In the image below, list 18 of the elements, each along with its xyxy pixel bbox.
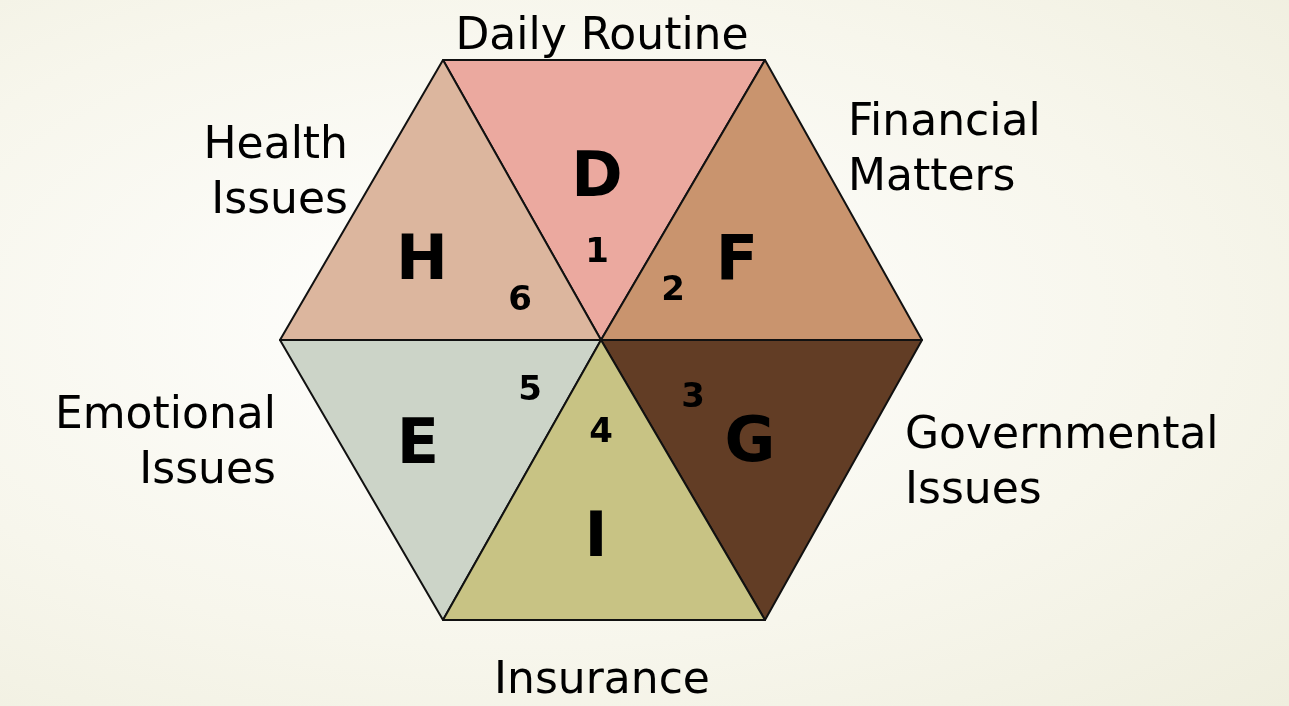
category-label: Health Issues bbox=[202, 116, 348, 225]
segment-letter: E bbox=[396, 411, 440, 473]
segment-number: 3 bbox=[681, 378, 705, 412]
segment-number: 5 bbox=[518, 371, 542, 405]
segment-letter: H bbox=[396, 227, 448, 289]
category-label: Emotional Issues bbox=[53, 386, 276, 495]
segment-letter: D bbox=[571, 144, 623, 206]
segment-letter: G bbox=[724, 409, 776, 471]
segment-number: 6 bbox=[508, 281, 532, 315]
category-label: Financial Matters bbox=[848, 93, 1042, 202]
segment-number: 1 bbox=[585, 233, 609, 267]
segment-number: 4 bbox=[589, 413, 613, 447]
segment-letter: F bbox=[715, 227, 759, 289]
category-label: Daily Routine bbox=[454, 7, 750, 61]
segment-number: 2 bbox=[661, 271, 685, 305]
segment-letter: I bbox=[584, 504, 608, 566]
category-label: Insurance bbox=[493, 651, 711, 705]
category-label: Governmental Issues bbox=[905, 406, 1220, 515]
